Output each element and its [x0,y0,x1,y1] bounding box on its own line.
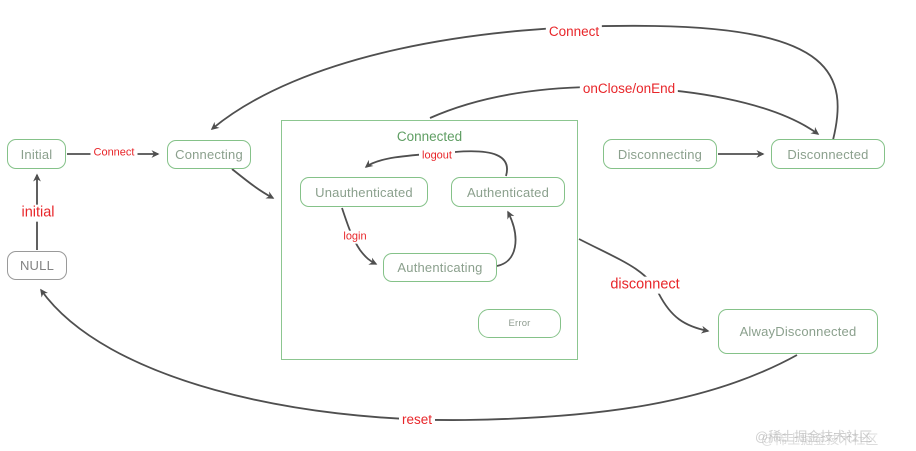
state-null: NULL [7,251,67,280]
label-connect-small: Connect [90,146,138,160]
label-disconnect: disconnect [607,276,683,294]
state-authenticated: Authenticated [451,177,565,207]
state-authenticating: Authenticating [383,253,497,282]
arrow-authenticating-to-authenticated [496,210,517,267]
arrow-connecting-to-connected [231,168,275,199]
watermark-text: @稀土掘金技术社区 [755,429,873,444]
arrow-unauthenticated-to-authenticating-login [341,207,378,265]
label-reset: reset [398,412,436,428]
label-logout: logout [419,149,455,163]
state-initial: Initial [7,139,66,169]
state-error: Error [478,309,561,338]
label-initial: initial [18,204,58,222]
label-login: login [340,230,370,244]
arrow-disconnected-to-connecting-connect [210,24,839,141]
connected-container: Connected [281,120,578,360]
label-onclose-onend: onClose/onEnd [579,81,679,97]
state-disconnecting: Disconnecting [603,139,717,169]
arrow-connected-to-alwaydisconnected-disconnect [578,238,710,334]
state-alwaydisconnected: AlwayDisconnected [718,309,878,354]
state-connecting: Connecting [167,140,251,169]
connected-container-title: Connected [396,129,463,144]
state-unauthenticated: Unauthenticated [300,177,428,207]
arrow-alwaydisconnected-to-null-reset [40,288,798,421]
state-disconnected: Disconnected [771,139,885,169]
label-connect-top: Connect [545,24,603,40]
watermark-text-ghost: @稀土掘金技术社区 [761,432,879,447]
